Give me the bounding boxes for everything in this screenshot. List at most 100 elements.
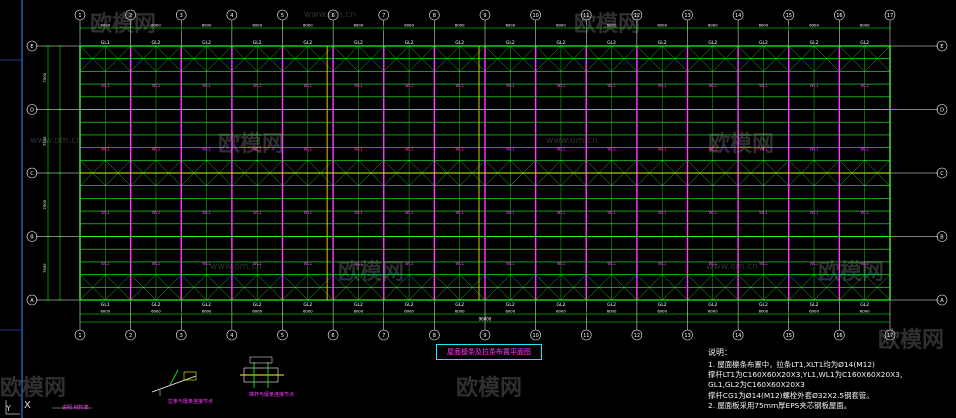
dimension-text: 6000 xyxy=(657,309,667,314)
axis-bubble-layer: 1122334455667788991010111112121313141415… xyxy=(26,9,948,341)
purlin-tag: WL1 xyxy=(354,210,363,215)
axis-bubble-label: 4 xyxy=(230,13,233,19)
axis-bubble-label: D xyxy=(30,108,34,114)
purlin-tag: WL1 xyxy=(557,210,566,215)
dimension-text: 6000 xyxy=(354,23,364,28)
brace-tag: GL2 xyxy=(607,40,616,46)
dimension-text: 6000 xyxy=(404,23,414,28)
brace-tag: GL2 xyxy=(303,302,312,308)
dimension-text: 6000 xyxy=(860,309,870,314)
axis-bubble-label: 13 xyxy=(684,333,690,339)
brace-tag: GL2 xyxy=(152,302,161,308)
diagonal-brace xyxy=(864,45,891,72)
brace-tag: GL2 xyxy=(860,40,869,46)
diagonal-brace xyxy=(206,274,233,301)
diagonal-brace xyxy=(636,274,663,301)
purlin-tag: WL1 xyxy=(708,147,717,152)
diagonal-brace xyxy=(839,274,865,301)
purlin-tag: WL1 xyxy=(506,147,515,152)
brace-tag: GL2 xyxy=(455,302,464,308)
axis-bubble-label: C xyxy=(940,171,944,177)
purlin-tag: WL1 xyxy=(303,261,312,266)
axis-bubble xyxy=(26,40,38,52)
axis-bubble xyxy=(26,294,38,306)
axis-bubble-label: 7 xyxy=(382,333,385,339)
purlin-tag: WL1 xyxy=(810,147,819,152)
brace-tag: GL2 xyxy=(860,302,869,308)
purlin-tag: WL1 xyxy=(101,261,110,266)
brace-tag: GL2 xyxy=(405,302,414,308)
dimension-text: 6000 xyxy=(759,23,769,28)
diagonal-brace xyxy=(510,274,536,301)
label-layer: WL1WL1WL1WL1GL1GL1WL1WL1WL1WL1GL2GL2WL1W… xyxy=(101,40,870,308)
brace-tag: GL2 xyxy=(202,40,211,46)
axis-bubble-label: 13 xyxy=(684,13,690,19)
purlin-tag: WL1 xyxy=(405,261,414,266)
axis-bubble xyxy=(74,9,86,21)
diagonal-brace xyxy=(763,274,789,301)
axis-bubble-label: 8 xyxy=(433,13,436,19)
purlin-tag: WL1 xyxy=(759,261,768,266)
dimension-text: 6000 xyxy=(708,23,718,28)
diagonal-brace xyxy=(535,274,562,301)
design-notes: 说明： 1. 屋面檩条布置中，拉条LT1,XLT1均为Ø14(M12) 撑杆LT… xyxy=(708,347,950,411)
detail-plate xyxy=(249,356,273,364)
axis-bubble-label: B xyxy=(30,235,34,241)
dimension-text: 6000 xyxy=(556,23,566,28)
axis-bubble xyxy=(226,9,238,21)
dimension-text: 7500 xyxy=(42,263,47,273)
axis-bubble-label: 6 xyxy=(332,13,335,19)
axis-bubble xyxy=(936,231,948,242)
note-line: 2. 屋面板采用75mm厚EPS夹芯钢板屋面。 xyxy=(708,400,852,410)
axis-bubble xyxy=(226,329,238,341)
notes-heading: 说明： xyxy=(708,348,732,357)
note-line: 撑杆LT1为C160X60X20X3,YL1,WL1为C160X60X20X3, xyxy=(708,370,903,380)
axis-bubble-label: 5 xyxy=(281,13,284,19)
diagonal-brace xyxy=(332,45,359,72)
ucs-y-marker: Y xyxy=(6,404,11,413)
diagonal-brace xyxy=(687,274,713,301)
dimension-text: 6000 xyxy=(708,309,718,314)
diagonal-brace xyxy=(383,45,410,72)
axis-bubble xyxy=(26,104,38,115)
axis-bubble xyxy=(732,329,744,341)
purlin-tag: WL1 xyxy=(253,147,262,152)
axis-bubble-label: 3 xyxy=(180,13,183,19)
diagonal-brace xyxy=(712,274,739,301)
axis-bubble xyxy=(26,167,38,179)
dimension-text: 7500 xyxy=(42,136,47,146)
purlin-tag: WL1 xyxy=(810,261,819,266)
brace-tag: GL2 xyxy=(506,302,515,308)
axis-bubble-label: 8 xyxy=(433,333,436,339)
diagonal-brace xyxy=(130,45,157,72)
axis-bubble xyxy=(530,9,541,21)
diagonal-brace xyxy=(79,274,106,301)
diagonal-brace xyxy=(459,45,486,72)
axis-bubble xyxy=(125,329,136,341)
axis-bubble-label: 10 xyxy=(532,13,538,19)
axis-bubble xyxy=(429,9,440,21)
axis-bubble-label: 4 xyxy=(230,333,233,339)
axis-bubble-label: 6 xyxy=(332,333,335,339)
axis-bubble xyxy=(429,329,440,341)
dimension-text: 6000 xyxy=(151,23,161,28)
purlin-tag: WL1 xyxy=(202,261,211,266)
axis-bubble-label: 5 xyxy=(281,333,284,339)
diagonal-brace xyxy=(535,45,562,72)
brace-tag: GL2 xyxy=(455,40,464,46)
diagonal-brace xyxy=(231,45,258,72)
purlin-tag: WL1 xyxy=(354,147,363,152)
diagonal-brace xyxy=(155,274,182,301)
diagonal-brace xyxy=(181,45,207,72)
brace-tag: GL1 xyxy=(101,40,110,46)
axis-bubble xyxy=(479,329,491,341)
dimension-text-total: 96000 xyxy=(479,317,492,322)
purlin-tag: WL1 xyxy=(101,210,110,215)
diagonal-brace xyxy=(484,274,511,301)
diagonal-brace xyxy=(282,274,308,301)
diagonal-brace xyxy=(813,45,840,72)
purlin-tag: WL1 xyxy=(455,210,464,215)
dimension-text: 6000 xyxy=(252,309,262,314)
diagonal-brace xyxy=(687,45,713,72)
purlin-tag: WL1 xyxy=(405,147,414,152)
